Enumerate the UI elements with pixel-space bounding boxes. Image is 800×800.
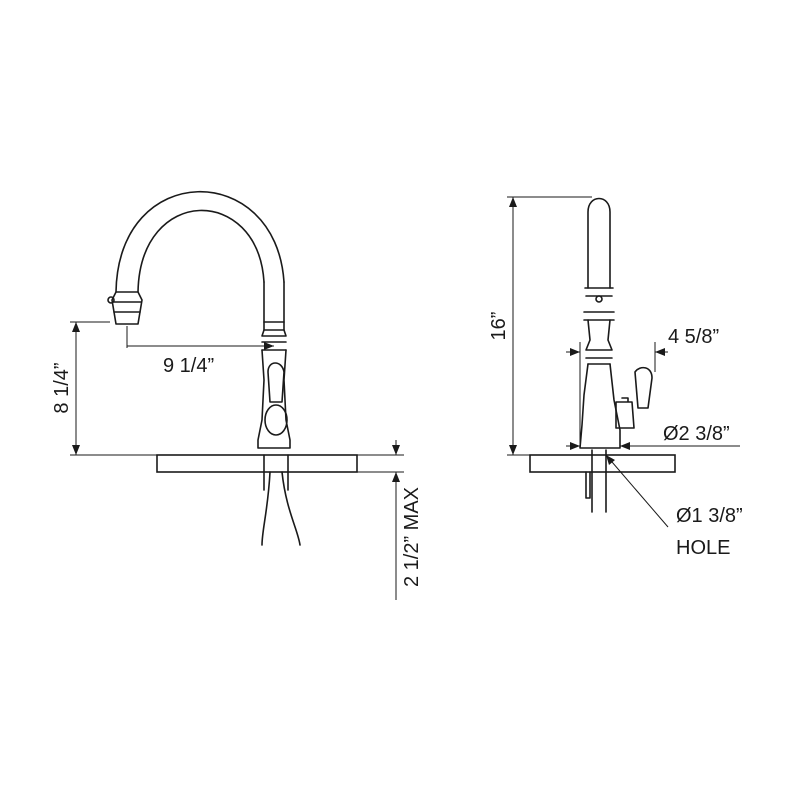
front-handle-hub — [264, 404, 288, 436]
side-spout — [587, 197, 611, 289]
side-handle-hub — [615, 397, 635, 429]
side-view: 16” 4 5/8” Ø2 3/8” Ø1 3/8” HOLE — [488, 196, 743, 559]
side-deck-plate — [529, 454, 676, 473]
front-deck-arrow-top — [392, 445, 400, 455]
side-handle — [634, 366, 653, 409]
side-clearance-arrow-right — [655, 348, 665, 356]
side-base-label: Ø2 3/8” — [663, 423, 730, 445]
front-deck-label: 2 1/2” MAX — [401, 487, 423, 587]
side-base-arrow-left — [570, 442, 580, 450]
side-hole-label: HOLE — [676, 537, 730, 559]
side-clearance-arrow-left — [570, 348, 580, 356]
side-shank — [591, 449, 607, 513]
side-height-arrow-bottom — [509, 445, 517, 455]
front-spray-head-rings — [112, 301, 142, 313]
front-height-arrow-bottom — [72, 445, 80, 455]
front-spout-body — [261, 281, 287, 337]
front-shank — [263, 454, 289, 491]
side-hole-leader-arrow — [606, 455, 615, 465]
front-deck-plate — [156, 454, 358, 473]
side-base-arrow-right — [620, 442, 630, 450]
front-supply-hoses — [261, 471, 301, 546]
front-height-arrow-top — [72, 322, 80, 332]
side-spray-button — [595, 295, 603, 303]
side-spout-collars — [583, 287, 615, 321]
front-spray-button — [107, 296, 115, 304]
side-height-label: 16” — [488, 312, 510, 341]
side-hole-leader — [605, 454, 669, 528]
front-spout-collars — [261, 321, 287, 351]
front-height-label: 8 1/4” — [51, 362, 73, 413]
front-reach-label: 9 1/4” — [163, 355, 214, 377]
front-handle — [267, 362, 285, 403]
side-neck-rings — [585, 357, 613, 365]
side-clearance-label: 4 5/8” — [668, 326, 719, 348]
front-reach-arrow — [264, 342, 274, 350]
side-hole-diameter-label: Ø1 3/8” — [676, 505, 743, 527]
front-spout-outer — [115, 190, 285, 293]
side-height-arrow-top — [509, 197, 517, 207]
side-body — [579, 363, 621, 449]
side-supply-line — [585, 471, 591, 499]
front-deck-arrow-bottom — [392, 472, 400, 482]
side-neck — [585, 319, 613, 351]
front-spout-inner — [137, 209, 265, 293]
front-body — [257, 349, 291, 449]
front-view: 9 1/4” 8 1/4” 2 1/2” MAX — [51, 190, 423, 600]
front-spray-head — [111, 291, 143, 325]
